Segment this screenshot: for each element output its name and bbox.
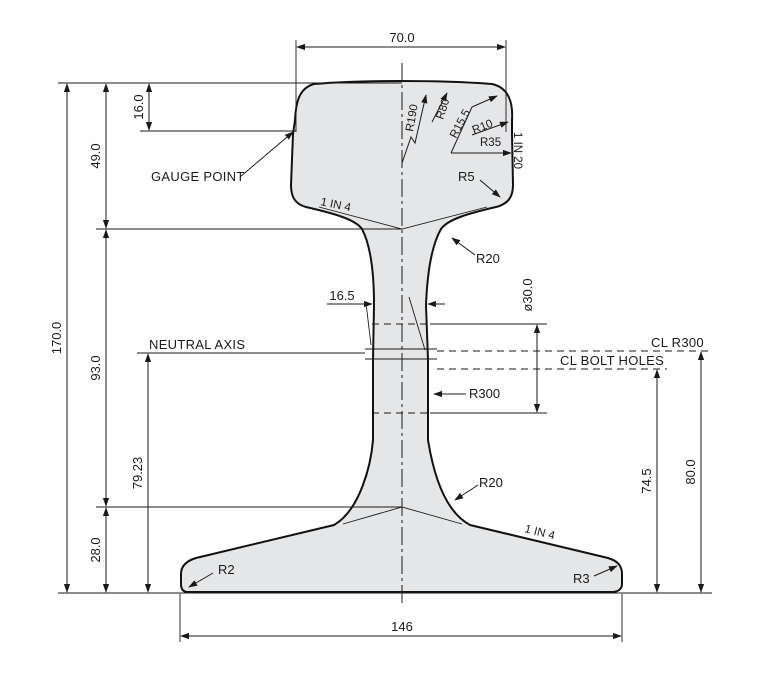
- r15-5-leader: [450, 95, 498, 154]
- gauge-point-label: GAUGE POINT: [151, 169, 245, 184]
- r3-label: R3: [573, 571, 590, 586]
- r20-top-leader: [451, 237, 476, 256]
- cl-r300-label: CL R300: [651, 335, 704, 350]
- bolt-hole-diameter-label: ø30.0: [520, 278, 535, 311]
- r5-leader: [479, 179, 501, 198]
- side-slope-label: 1 IN 20: [511, 132, 523, 169]
- r20-top-label: R20: [476, 251, 500, 266]
- gauge-point-leader: [239, 131, 294, 178]
- r20-bottom-label: R20: [479, 475, 503, 490]
- cl-r300-height-label: 80.0: [683, 459, 698, 484]
- head-top-label: 16.0: [131, 94, 146, 119]
- r300-label: R300: [469, 386, 500, 401]
- foot-depth-label: 28.0: [88, 537, 103, 562]
- bolt-hole-height-label: 74.5: [639, 468, 654, 493]
- r190-leader: [401, 94, 428, 164]
- head-depth-label: 49.0: [88, 143, 103, 168]
- cl-bolt-holes-label: CL BOLT HOLES: [560, 353, 664, 368]
- r10-leader: [471, 121, 509, 136]
- base-width-label: 146: [391, 619, 413, 634]
- neutral-axis-label: NEUTRAL AXIS: [149, 337, 245, 352]
- r3-leader: [593, 565, 618, 577]
- top-width-label: 70.0: [389, 30, 414, 45]
- r190-label: R190: [404, 103, 421, 132]
- web-right-construction: [408, 296, 426, 351]
- web-thickness-label: 16.5: [329, 288, 354, 303]
- r2-leader: [188, 572, 214, 588]
- neutral-axis-height-label: 79.23: [130, 457, 145, 490]
- r5-label: R5: [458, 169, 475, 184]
- total-height-label: 170.0: [49, 322, 64, 355]
- web-height-label: 93.0: [88, 355, 103, 380]
- r35-label: R35: [480, 137, 501, 149]
- r80-leader: [431, 92, 448, 123]
- r20-bottom-leader: [454, 484, 479, 501]
- r2-label: R2: [218, 562, 235, 577]
- web-left-construction: [365, 302, 372, 346]
